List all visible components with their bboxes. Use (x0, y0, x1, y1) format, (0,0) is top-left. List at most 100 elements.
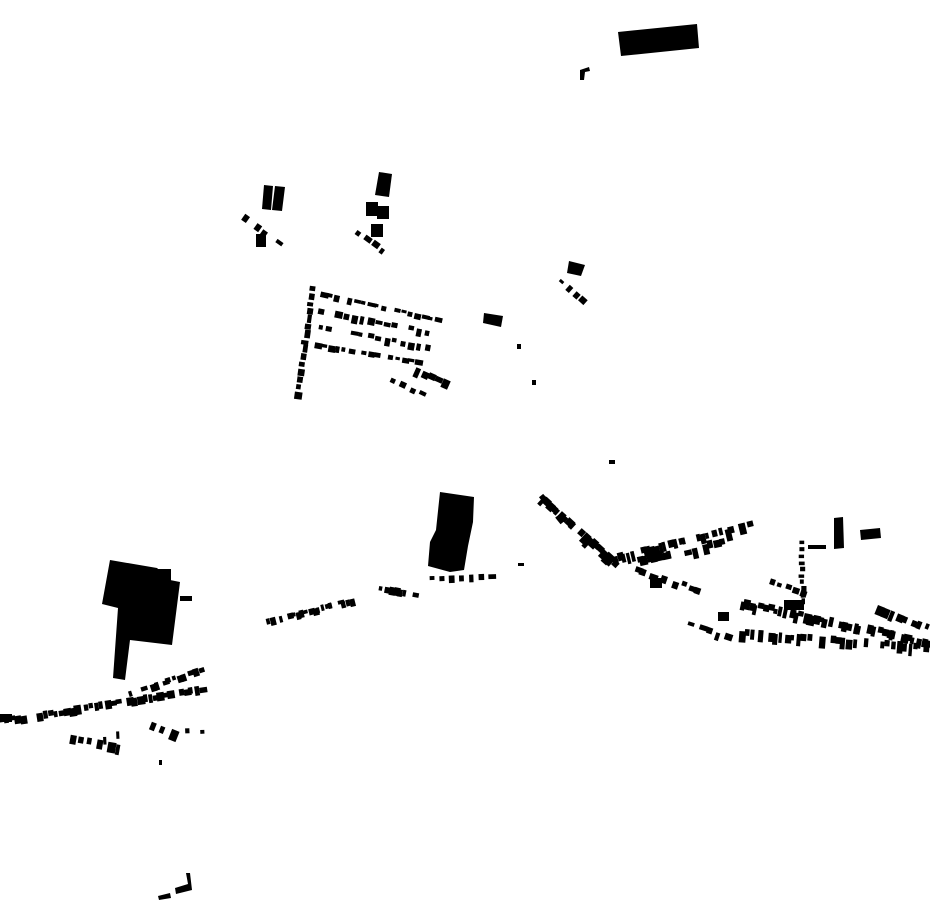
building-footprint (757, 629, 764, 643)
building-footprint (778, 632, 783, 644)
building-footprint (371, 239, 381, 250)
building-footprint (36, 712, 44, 722)
building-footprint (341, 346, 346, 352)
building-footprint (923, 645, 930, 653)
building-footprint (555, 513, 567, 525)
building-footprint (306, 301, 314, 307)
building-footprint (309, 285, 316, 292)
building-footprint (784, 634, 792, 644)
building-footprint (152, 695, 158, 702)
building-footprint (259, 229, 268, 238)
building-footprint (424, 344, 431, 352)
building-footprint (469, 574, 474, 583)
building-footprint (383, 337, 391, 347)
building-farm-3 (375, 172, 392, 197)
building-footprint (705, 626, 714, 635)
building-footprint (908, 643, 913, 657)
building-footprint (367, 317, 376, 326)
building-footprint (771, 633, 778, 645)
building-footprint (359, 316, 365, 325)
building-footprint (567, 521, 577, 530)
building-footprint (304, 323, 312, 330)
building-footprint (391, 337, 397, 343)
building-footprint (577, 528, 587, 538)
building-footprint (552, 508, 561, 516)
building-farm-5 (377, 206, 389, 219)
building-footprint (845, 639, 853, 650)
building-footprint (884, 639, 890, 647)
building-footprint (800, 566, 806, 572)
building-farm-4 (366, 202, 378, 216)
building-footprint (818, 636, 826, 649)
building-footprint (349, 598, 357, 608)
building-footprint (302, 609, 308, 615)
building-south-2 (175, 873, 192, 894)
building-footprint (801, 598, 805, 605)
building-footprint (398, 380, 408, 389)
building-footprint (415, 328, 423, 338)
building-footprint (320, 604, 325, 612)
building-footprint (353, 299, 362, 304)
building-footprint (751, 604, 758, 616)
building-footprint (358, 332, 363, 337)
building-footprint (390, 322, 398, 329)
building-footprint (799, 547, 805, 552)
building-farm-1 (262, 185, 273, 210)
building-footprint (654, 550, 664, 562)
building-footprint (191, 667, 201, 678)
building-footprint (378, 247, 386, 255)
building-footprint (306, 307, 314, 315)
building-footprint (578, 532, 592, 546)
building-footprint (348, 348, 356, 355)
building-footprint (910, 619, 918, 628)
building-footprint (98, 701, 104, 710)
building-footprint (407, 342, 416, 351)
building-footprint (367, 351, 376, 358)
building-footprint (400, 340, 406, 348)
building-footprint (300, 353, 307, 361)
building-footprint (820, 618, 828, 629)
building-footprint (798, 561, 805, 566)
building-footprint (198, 667, 206, 674)
building-footprint (394, 307, 401, 313)
building-footprint (374, 335, 382, 342)
building-footprint (909, 637, 915, 645)
building-footprint (19, 715, 28, 725)
building-footprint (880, 607, 891, 620)
building-footprint (427, 316, 433, 321)
building-footprint (812, 614, 822, 626)
building-footprint (375, 319, 383, 326)
building-footprint (53, 710, 58, 718)
building-footprint (792, 612, 800, 624)
building-footprint (629, 550, 637, 563)
building-footprint (293, 391, 303, 400)
building-footprint (913, 642, 918, 650)
building-footprint (300, 339, 309, 346)
building-footprint (407, 311, 413, 318)
building-footprint (434, 316, 443, 324)
building-footprint (194, 685, 201, 696)
building-footprint (558, 278, 565, 285)
building-footprint (73, 704, 82, 716)
building-footprint (693, 586, 702, 595)
building-footprint (738, 631, 747, 643)
building-footprint (275, 238, 284, 247)
building-footprint (321, 343, 328, 349)
building-footprint (401, 357, 410, 364)
building-footprint (855, 625, 862, 635)
building-footprint (683, 549, 693, 557)
building-footprint (297, 368, 305, 377)
building-footprint (83, 704, 89, 712)
building-footprint (448, 575, 455, 584)
building-footprint (518, 563, 524, 566)
building-footprint (704, 532, 710, 540)
building-footprint (334, 346, 340, 354)
building-footprint (412, 367, 422, 379)
building-footprint (168, 728, 180, 743)
building-footprint (396, 589, 404, 598)
building-footprint (796, 633, 802, 647)
building-south-1 (158, 893, 171, 900)
building-footprint (713, 632, 721, 642)
building-footprint (877, 626, 884, 634)
